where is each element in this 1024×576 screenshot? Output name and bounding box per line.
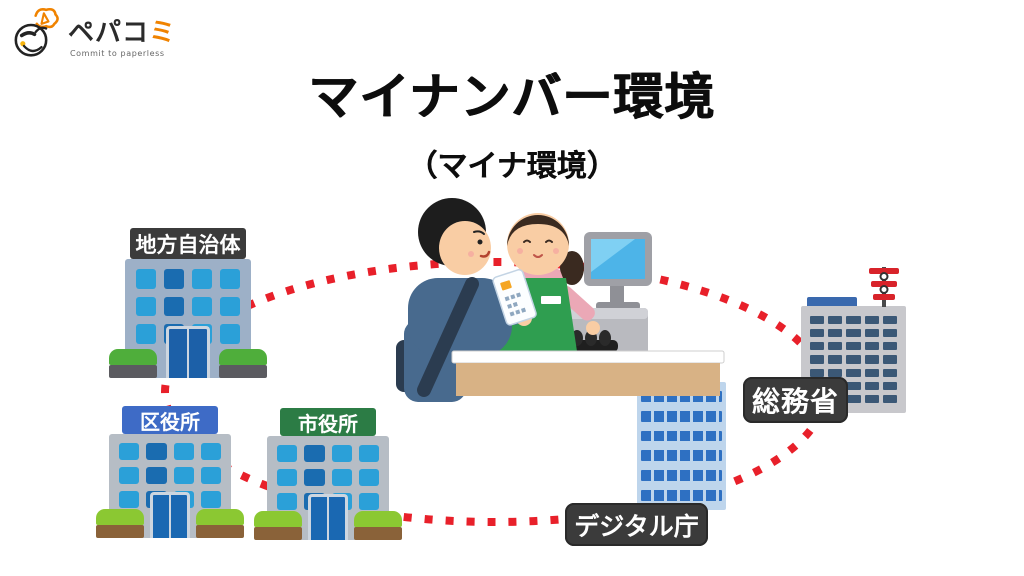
mynumber-card — [492, 269, 537, 326]
building-city-hall: 市役所 — [254, 406, 402, 540]
pepacomi-logo: ペパコミ Commit to paperless — [12, 4, 176, 60]
slide-title: マイナンバー環境 — [308, 68, 716, 126]
building-local-government: 地方自治体 — [109, 226, 267, 378]
cash-register — [554, 232, 652, 356]
brand-text: ペパコミ — [68, 18, 177, 48]
building-digital-agency — [637, 382, 726, 510]
bird-logo-icon — [14, 7, 59, 57]
entrance-door — [150, 492, 190, 538]
bush-planter — [109, 349, 157, 378]
entrance-door — [308, 494, 348, 540]
antenna-icon — [869, 267, 899, 307]
ward-office-sign: 区役所 — [122, 406, 218, 434]
ministry-of-internal-affairs-label: 総務省 — [743, 377, 848, 423]
bush-planter — [354, 511, 402, 540]
bush-planter — [219, 349, 267, 378]
digital-agency-label: デジタル庁 — [565, 503, 708, 546]
bush-planter — [196, 509, 244, 538]
clerk-figure — [494, 213, 600, 358]
entrance-door — [166, 326, 210, 378]
brand-tagline: Commit to paperless — [70, 49, 165, 58]
bush-planter — [96, 509, 144, 538]
roof-block — [807, 297, 857, 308]
city-hall-sign: 市役所 — [280, 408, 376, 436]
slide-subtitle: （マイナ環境） — [407, 149, 617, 184]
service-counter — [451, 350, 725, 396]
counter-scene-illustration — [396, 198, 725, 402]
building-ward-office: 区役所 — [96, 404, 244, 538]
bush-planter — [254, 511, 302, 540]
local-government-sign: 地方自治体 — [130, 228, 246, 259]
